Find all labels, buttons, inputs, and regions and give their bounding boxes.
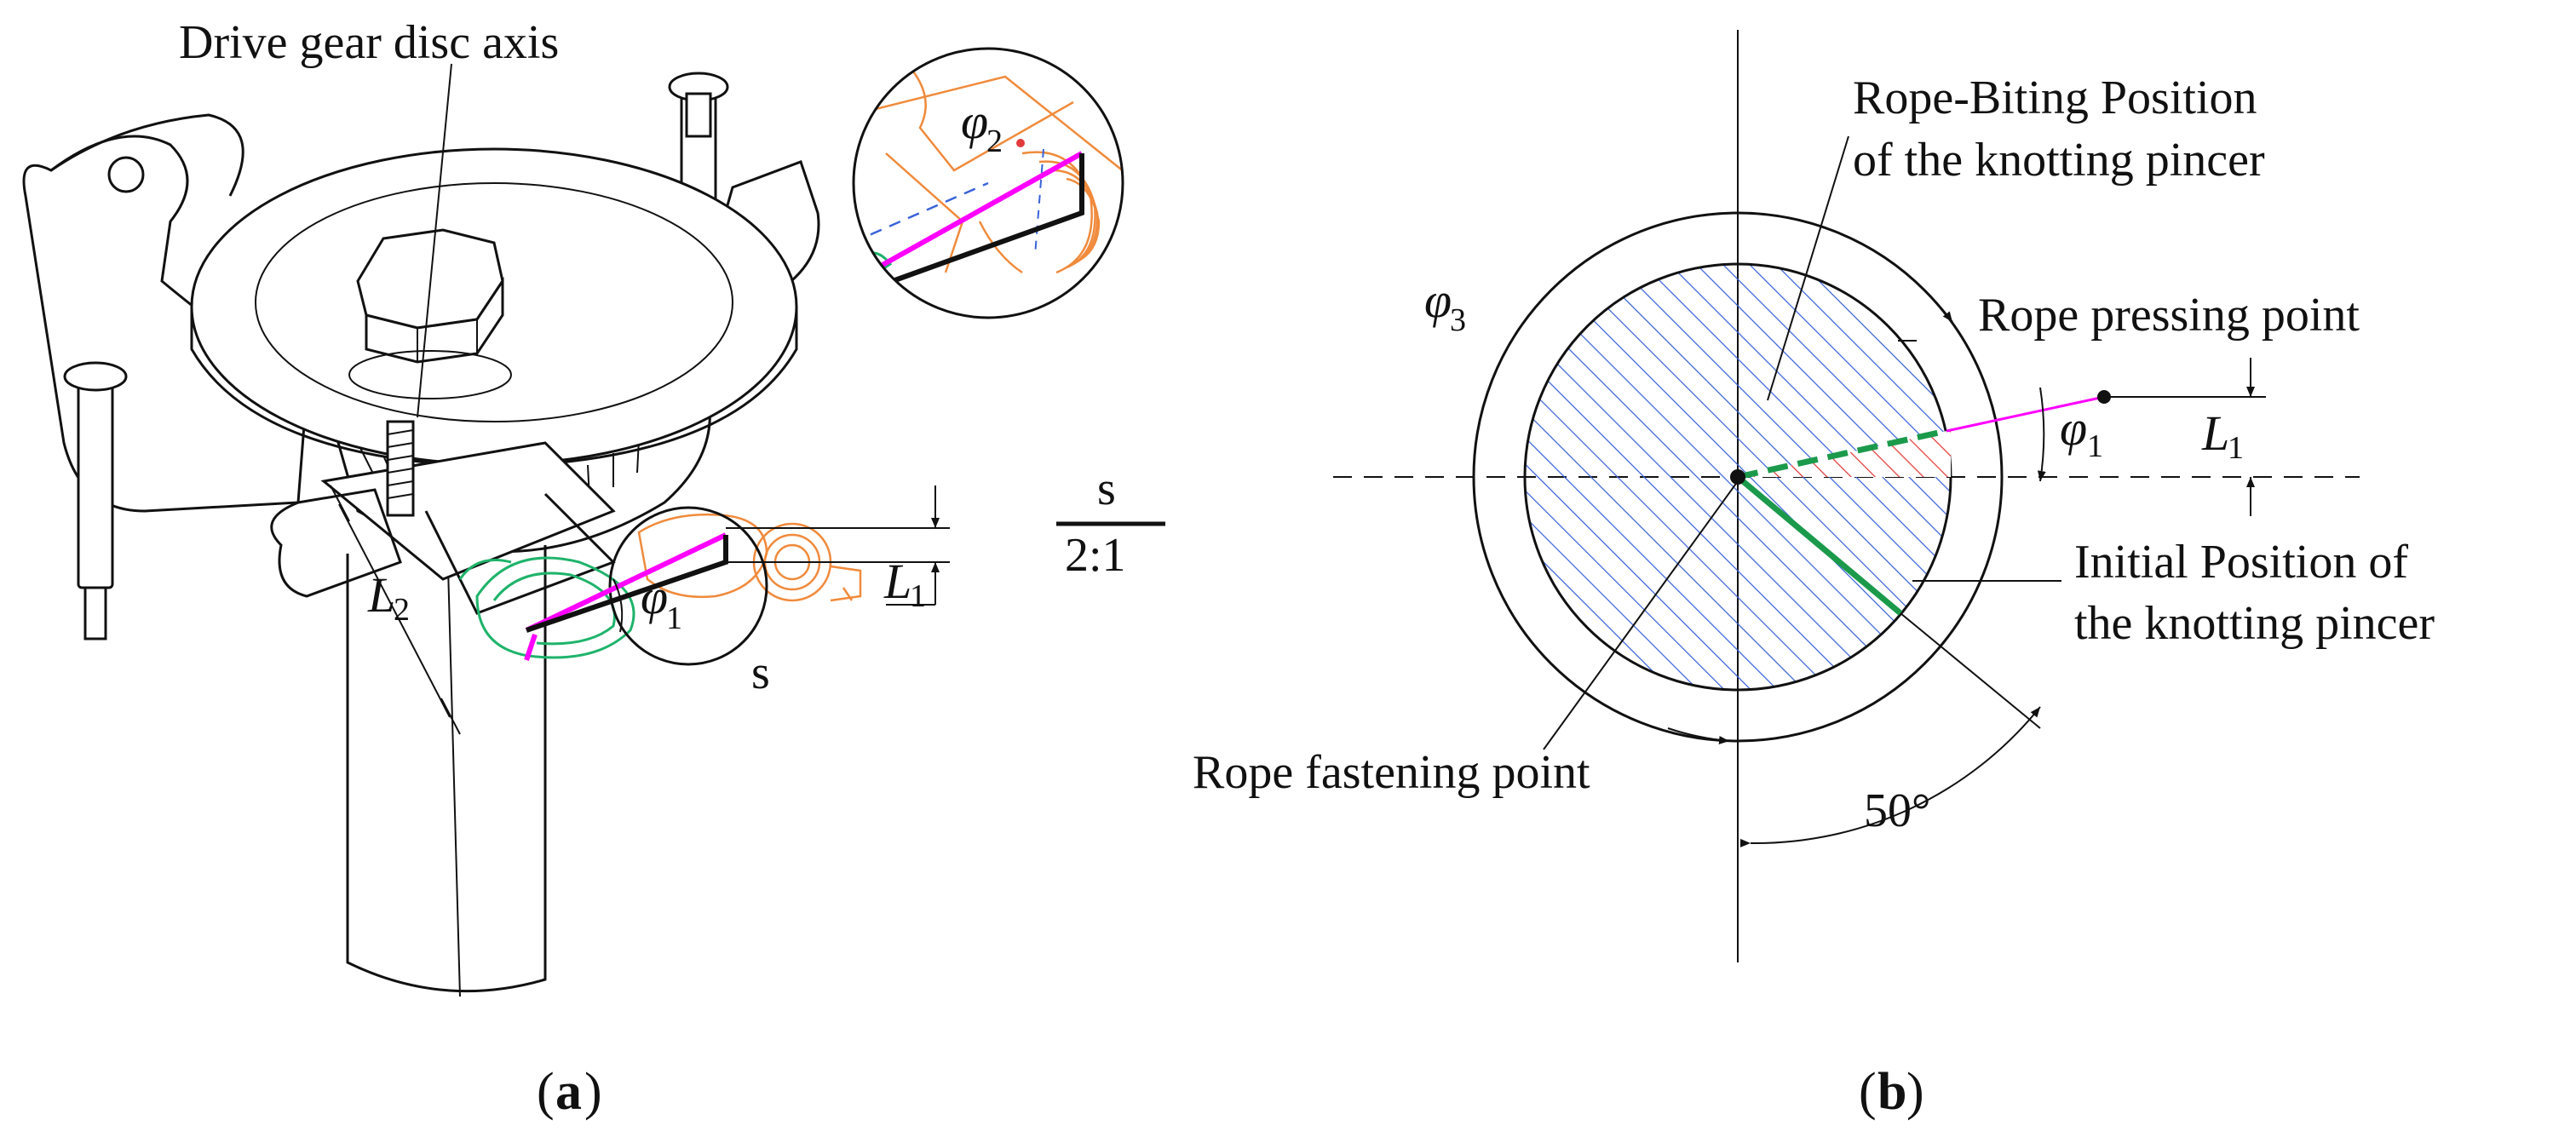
dimension-L2 <box>330 485 461 735</box>
label-phi3: φ 3 <box>1424 273 1466 338</box>
label-L1-b: L 1 <box>2201 405 2244 466</box>
svg-text:φ: φ <box>2060 400 2087 456</box>
label-initial-position: Initial Position of the knotting pincer <box>2074 536 2435 650</box>
svg-text:1: 1 <box>910 578 926 614</box>
svg-text:Initial Position of: Initial Position of <box>2074 536 2408 589</box>
label-L1-a: L 1 <box>883 554 926 614</box>
svg-text:1: 1 <box>2228 430 2244 466</box>
svg-text:b: b <box>1877 1063 1906 1121</box>
label-phi1-a: φ 1 <box>641 569 682 636</box>
vertical-shaft <box>346 545 547 993</box>
svg-text:1: 1 <box>666 600 682 636</box>
knotting-pincer <box>458 556 635 659</box>
svg-text:3: 3 <box>1450 302 1466 338</box>
label-L2-a: L 2 <box>367 567 410 628</box>
rope-line-magenta <box>525 532 727 633</box>
leader-rope-biting <box>1767 135 1849 401</box>
label-phi1-b: φ 1 <box>2060 400 2103 464</box>
axis-leader <box>417 63 452 418</box>
detail-title: s <box>1097 462 1116 515</box>
svg-text:): ) <box>1906 1063 1924 1121</box>
svg-text:(: ( <box>1859 1063 1877 1121</box>
label-rope-biting: Rope-Biting Position of the knotting pin… <box>1853 72 2265 187</box>
svg-text:φ: φ <box>961 94 988 149</box>
panel-a-mechanism <box>22 47 1165 997</box>
initial-position-line <box>1735 474 1903 616</box>
detail-view <box>852 47 1165 526</box>
svg-text:φ: φ <box>1424 273 1452 328</box>
detail-marker-label: s <box>751 646 770 699</box>
svg-text:(: ( <box>537 1063 555 1121</box>
svg-text:2: 2 <box>986 123 1003 159</box>
leader-fastening <box>1543 480 1739 750</box>
phi1-arc <box>2037 387 2046 482</box>
label-rope-fastening: Rope fastening point <box>1193 746 1590 799</box>
phi3-arrow <box>1667 727 1730 744</box>
svg-text:1: 1 <box>2087 428 2103 464</box>
svg-text:φ: φ <box>641 569 668 624</box>
rope-biting-line <box>1737 428 1947 480</box>
caption-a: ( a ) <box>537 1063 602 1121</box>
svg-text:L: L <box>883 554 911 609</box>
svg-text:the knotting pincer: the knotting pincer <box>2074 597 2435 650</box>
svg-text:Rope-Biting Position: Rope-Biting Position <box>1853 72 2257 124</box>
outer-circle <box>1472 211 2004 743</box>
dimension-L1 <box>726 485 950 606</box>
label-angle-50: 50° <box>1864 784 1930 837</box>
label-phi2-a: φ 2 <box>961 94 1003 159</box>
detail-marker-circle <box>608 506 768 666</box>
svg-text:a: a <box>555 1063 582 1121</box>
svg-text:L: L <box>2201 405 2229 461</box>
svg-text:2: 2 <box>394 592 410 628</box>
svg-text:): ) <box>584 1063 602 1121</box>
angle-arc-50 <box>1739 706 2041 847</box>
rope-pressing-line <box>1946 395 2105 433</box>
svg-text:L: L <box>367 567 395 623</box>
rope-fastening-center <box>1730 469 1745 485</box>
detail-scale: 2:1 <box>1065 529 1126 582</box>
drive-gear-disc-axis-label: Drive gear disc axis <box>179 16 559 69</box>
caption-b: ( b ) <box>1859 1063 1924 1121</box>
panel-b-diagram <box>1333 30 2360 962</box>
svg-text:of the knotting pincer: of the knotting pincer <box>1853 134 2265 187</box>
label-rope-pressing: Rope pressing point <box>1978 289 2360 342</box>
